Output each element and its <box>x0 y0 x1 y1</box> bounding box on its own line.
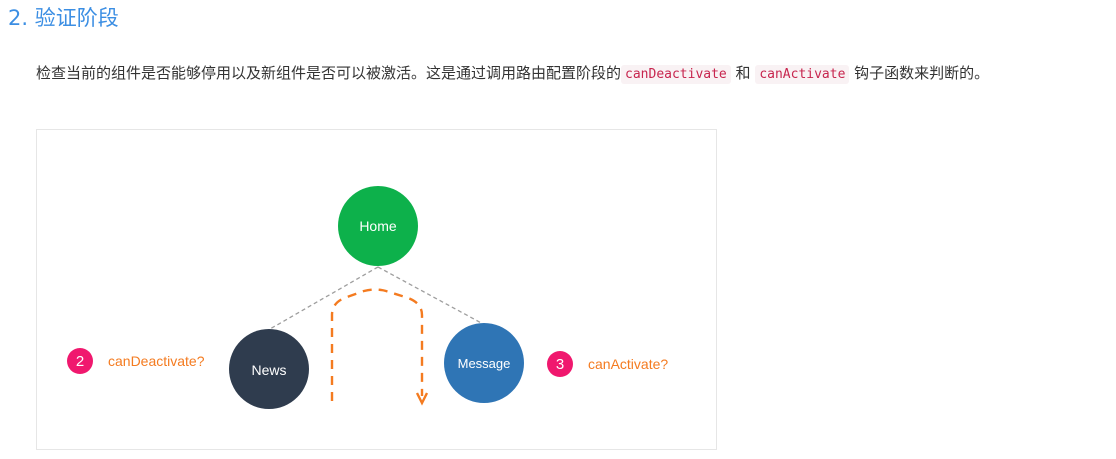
paragraph-text-between: 和 <box>730 64 756 82</box>
step-2-number: 2 <box>76 353 84 370</box>
step-3-number: 3 <box>556 356 564 373</box>
connector-home-message <box>377 266 486 326</box>
transition-arrow-path <box>330 288 424 401</box>
step-3-badge <box>547 351 573 377</box>
step-2-label: canDeactivate? <box>108 353 205 369</box>
message-node <box>444 323 524 403</box>
code-can-deactivate: canDeactivate <box>621 65 731 84</box>
section-heading: 2. 验证阶段 <box>8 6 119 30</box>
transition-arrowhead-icon <box>415 392 429 406</box>
paragraph-text-before: 检查当前的组件是否能够停用以及新组件是否可以被激活。这是通过调用路由配置阶段的 <box>36 64 622 82</box>
connector-home-news <box>269 266 379 330</box>
message-node-label: Message <box>458 356 511 371</box>
home-node-label: Home <box>359 218 397 234</box>
news-node <box>229 329 309 409</box>
paragraph-text-after: 钩子函数来判断的。 <box>849 64 990 82</box>
route-lifecycle-diagram: Home News Message 2 canDeactivate? 3 can… <box>36 129 717 450</box>
home-node <box>338 186 418 266</box>
step-2-badge <box>67 348 93 374</box>
diagram-canvas: Home News Message 2 canDeactivate? 3 can… <box>67 186 668 409</box>
code-can-activate: canActivate <box>755 65 850 84</box>
news-node-label: News <box>251 362 286 378</box>
step-3-label: canActivate? <box>588 356 668 372</box>
